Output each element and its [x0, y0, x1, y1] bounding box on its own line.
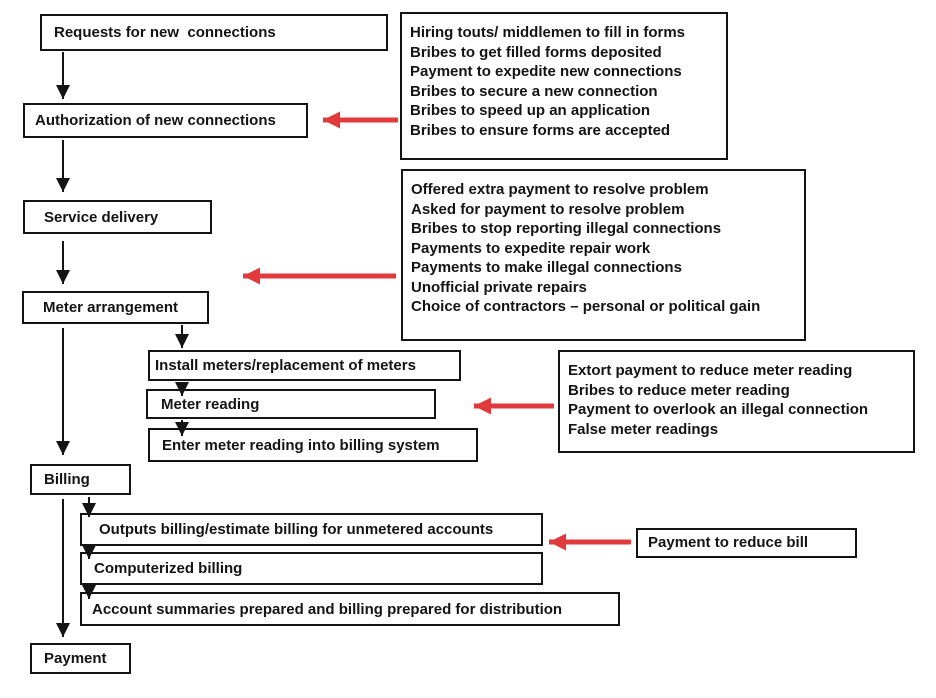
corruption-item: Payment to expedite new connections	[410, 63, 682, 80]
flow-box-payment: Payment	[30, 643, 131, 674]
flow-box-outputs-billing: Outputs billing/estimate billing for unm…	[80, 513, 543, 546]
corruption-item: Bribes to ensure forms are accepted	[410, 121, 671, 139]
flow-box-meter-arrangement-label: Meter arrangement	[43, 299, 179, 316]
flow-box-install-meters: Install meters/replacement of meters	[148, 350, 461, 381]
corruption-box-service-delivery: Offered extra payment to resolve problem…	[401, 169, 806, 341]
flow-box-outputs-billing-label: Outputs billing/estimate billing for unm…	[99, 521, 494, 538]
corruption-box-meter-reading: Extort payment to reduce meter reading B…	[558, 350, 915, 453]
corruption-item: Extort payment to reduce meter reading	[568, 362, 853, 379]
corruption-item: Bribes to get filled forms deposited	[410, 43, 662, 61]
flow-box-account-summaries: Account summaries prepared and billing p…	[80, 592, 620, 626]
flow-box-billing-label: Billing	[44, 471, 90, 488]
corruption-item: Offered extra payment to resolve problem	[411, 181, 709, 198]
flow-box-authorization-label: Authorization of new connections	[35, 112, 276, 129]
flow-box-authorization: Authorization of new connections	[23, 103, 308, 138]
corruption-item: Hiring touts/ middlemen to fill in forms	[410, 24, 686, 41]
flow-box-meter-reading-label: Meter reading	[161, 395, 260, 413]
corruption-box-billing: Payment to reduce bill	[636, 528, 857, 558]
corruption-box-new-connections: Hiring touts/ middlemen to fill in forms…	[400, 12, 728, 160]
flow-box-enter-reading: Enter meter reading into billing system	[148, 428, 478, 462]
corruption-item: Payment to reduce bill	[648, 534, 809, 552]
corruption-item: Bribes to stop reporting illegal connect…	[411, 220, 722, 237]
corruption-item: Bribes to speed up an application	[410, 102, 651, 119]
flow-box-billing: Billing	[30, 464, 131, 495]
corruption-item: Choice of contractors – personal or poli…	[411, 298, 761, 315]
flow-box-enter-reading-label: Enter meter reading into billing system	[162, 436, 440, 454]
corruption-item: Bribes to secure a new connection	[410, 82, 658, 100]
flow-box-requests-label: Requests for new connections	[54, 24, 276, 41]
corruption-item: Payment to overlook an illegal connectio…	[568, 401, 869, 418]
corruption-item: Unofficial private repairs	[411, 278, 587, 296]
flow-box-install-meters-label: Install meters/replacement of meters	[155, 357, 416, 374]
flow-box-payment-label: Payment	[44, 650, 107, 667]
corruption-item: Payments to expedite repair work	[411, 239, 651, 257]
flow-box-computerized-billing: Computerized billing	[80, 552, 543, 585]
corruption-item: Asked for payment to resolve problem	[411, 200, 685, 218]
flow-box-account-summaries-label: Account summaries prepared and billing p…	[92, 600, 563, 618]
flow-box-service-delivery: Service delivery	[23, 200, 212, 234]
flow-box-computerized-billing-label: Computerized billing	[94, 560, 243, 577]
flow-box-requests: Requests for new connections	[40, 14, 388, 51]
flow-box-meter-arrangement: Meter arrangement	[22, 291, 209, 324]
corruption-item: False meter readings	[568, 420, 719, 438]
flow-box-meter-reading: Meter reading	[146, 389, 436, 419]
flow-box-service-delivery-label: Service delivery	[44, 208, 159, 226]
corruption-item: Payments to make illegal connections	[411, 259, 682, 276]
corruption-item: Bribes to reduce meter reading	[568, 381, 790, 399]
